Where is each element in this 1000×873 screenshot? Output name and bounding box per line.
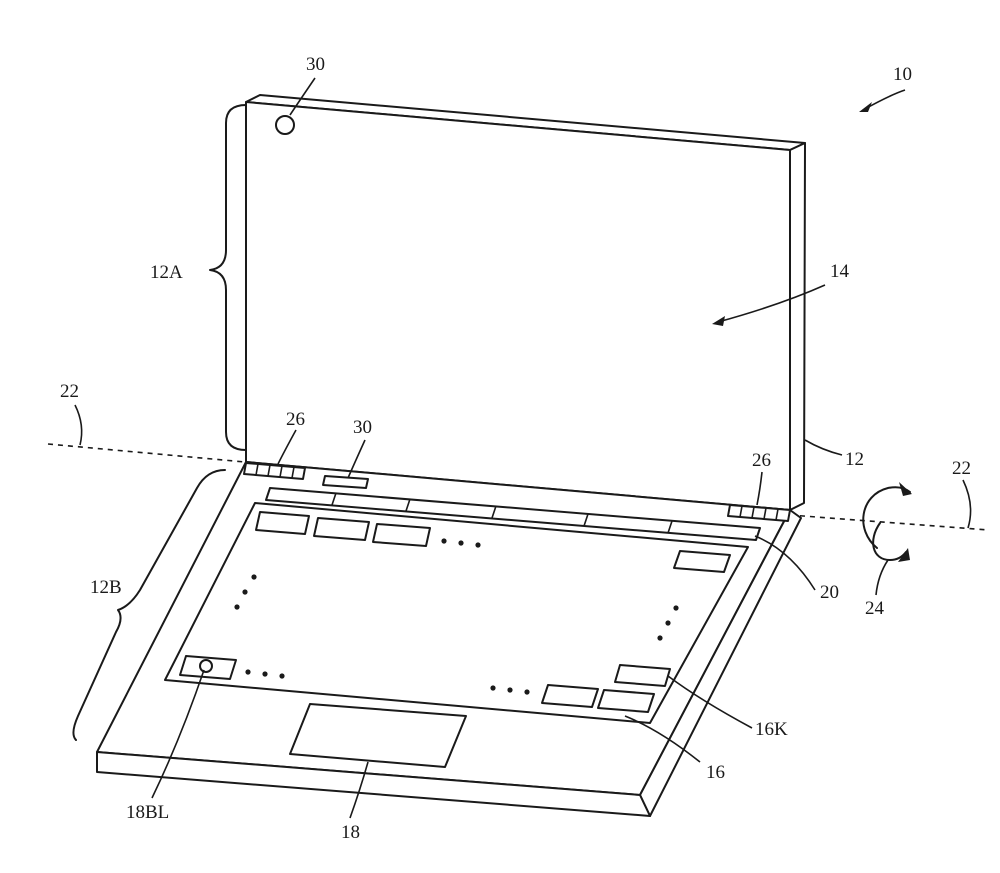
display-panel <box>245 101 791 511</box>
label-18: 18 <box>341 822 360 843</box>
upper-housing <box>245 94 806 511</box>
key-16k <box>614 664 671 687</box>
label-16k: 16K <box>755 719 788 740</box>
leader-18bl <box>151 669 205 799</box>
brace-12a <box>209 104 247 451</box>
hinge-right <box>727 504 791 522</box>
axis-line-right <box>789 514 989 531</box>
lower-housing <box>96 461 802 817</box>
arrowhead-icon <box>859 102 872 112</box>
key <box>313 517 370 541</box>
label-16: 16 <box>706 762 725 783</box>
key <box>372 523 431 547</box>
label-30-base: 30 <box>353 417 372 438</box>
label-22-right: 22 <box>952 458 971 479</box>
leader-14 <box>717 284 826 323</box>
rotation-arrow <box>862 482 912 596</box>
leader-12 <box>804 439 843 456</box>
leader-26-right <box>756 471 763 506</box>
label-14: 14 <box>830 261 850 282</box>
leader-26-left <box>277 429 297 465</box>
function-strip <box>265 487 761 541</box>
base-camera-window <box>322 475 369 489</box>
leader-16k <box>667 675 753 729</box>
label-12b: 12B <box>90 577 122 598</box>
key <box>179 655 237 680</box>
camera-icon <box>275 115 295 135</box>
label-12a: 12A <box>150 262 183 283</box>
label-10: 10 <box>893 64 912 85</box>
trackpad <box>289 703 467 768</box>
key <box>255 511 310 535</box>
key <box>597 689 655 713</box>
label-12: 12 <box>845 449 864 470</box>
leader-20 <box>754 535 816 591</box>
key <box>541 684 599 708</box>
label-30-top: 30 <box>306 54 325 75</box>
base-front-edge <box>96 751 651 817</box>
arrowhead-icon <box>712 316 725 326</box>
label-26-right: 26 <box>752 450 771 471</box>
button-icon <box>199 659 213 673</box>
leader-16 <box>624 715 701 763</box>
lid-side-edge <box>789 142 806 511</box>
label-26-left: 26 <box>286 409 305 430</box>
leader-30-base <box>347 439 366 479</box>
label-20: 20 <box>820 582 839 603</box>
leader-22-right <box>962 479 972 529</box>
leader-18 <box>349 761 369 819</box>
label-18bl: 18BL <box>126 802 169 823</box>
label-24: 24 <box>865 598 885 619</box>
hinge-left <box>243 462 306 480</box>
leader-30-top <box>289 77 316 116</box>
axis-line-left <box>47 443 246 463</box>
label-22-left: 22 <box>60 381 79 402</box>
keyboard-area <box>164 502 749 724</box>
key <box>673 550 731 573</box>
brace-12b <box>72 469 226 741</box>
leader-22-left <box>74 404 83 446</box>
